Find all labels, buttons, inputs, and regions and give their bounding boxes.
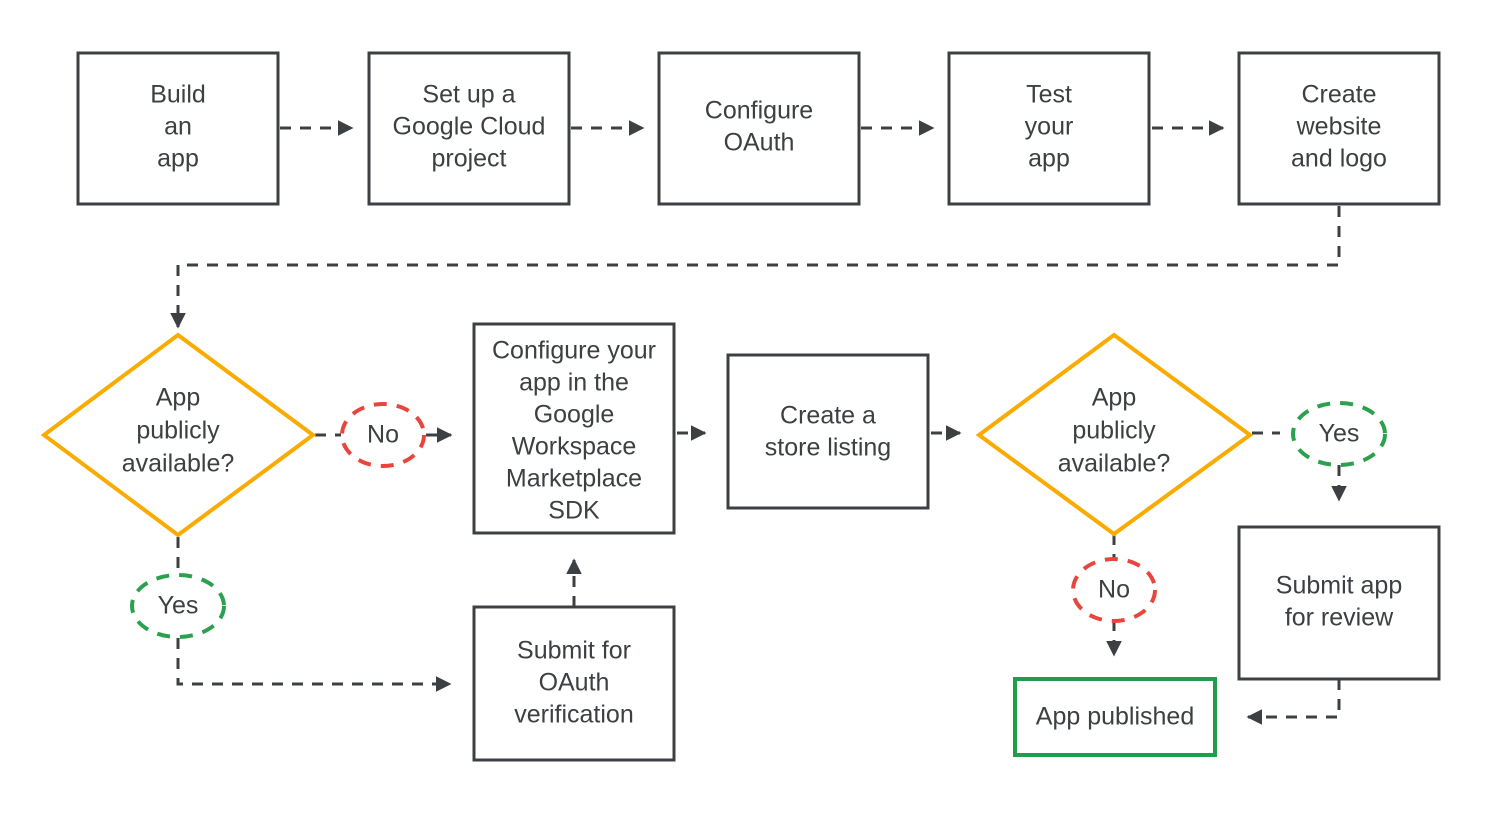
node-configure-sdk-line-2: Google — [534, 401, 615, 429]
node-set-up-gcp-project-shape — [367, 51, 571, 206]
node-create-store-listing-line-1: store listing — [765, 434, 891, 462]
node-configure-sdk-line-4: Marketplace — [506, 465, 642, 493]
node-configure-oauth-line-1: OAuth — [724, 129, 795, 157]
edge-label-no-1: No — [340, 402, 426, 468]
node-configure-oauth[interactable]: Configure OAuth — [657, 51, 861, 206]
node-decision-app-publicly-available-1-shape — [40, 332, 317, 538]
edge-submit-review-to-app-published — [1246, 679, 1341, 725]
node-create-store-listing-shape — [726, 353, 930, 510]
edge-label-yes-2-shape — [1291, 401, 1387, 467]
edge-website-to-decision1 — [170, 206, 1341, 329]
node-submit-oauth-verification-shape — [472, 605, 676, 762]
node-decision-1-line-1: publicly — [136, 417, 220, 445]
node-submit-oauth-verification[interactable]: Submit for OAuth verification — [472, 605, 676, 762]
node-test-your-app-line-0: Test — [1026, 81, 1072, 109]
node-configure-app-marketplace-sdk-shape — [472, 322, 676, 535]
node-decision-2-line-2: available? — [1058, 450, 1171, 478]
node-test-your-app-line-1: your — [1025, 113, 1074, 141]
node-decision-2-line-0: App — [1092, 384, 1136, 412]
node-create-website-and-logo-line-1: website — [1296, 113, 1382, 141]
node-configure-sdk-line-5: SDK — [548, 497, 600, 525]
node-decision-2-line-1: publicly — [1072, 417, 1156, 445]
node-app-published[interactable]: App published — [1013, 677, 1217, 757]
node-app-published-label: App published — [1036, 703, 1194, 731]
node-set-up-gcp-project-line-2: project — [431, 145, 506, 173]
node-set-up-gcp-project[interactable]: Set up a Google Cloud project — [367, 51, 571, 206]
node-build-an-app-shape — [76, 51, 280, 206]
node-submit-app-for-review[interactable]: Submit app for review — [1237, 525, 1441, 681]
node-build-an-app-line-2: app — [157, 145, 199, 173]
node-create-website-and-logo-line-0: Create — [1301, 81, 1376, 109]
edge-label-no-2-shape — [1071, 557, 1157, 623]
node-decision-1-line-2: available? — [122, 450, 235, 478]
node-submit-app-review-line-1: for review — [1285, 604, 1394, 632]
node-create-website-and-logo-shape — [1237, 51, 1441, 206]
node-set-up-gcp-project-line-1: Google Cloud — [393, 113, 546, 141]
node-test-your-app-shape — [947, 51, 1151, 206]
node-app-published-shape — [1013, 677, 1217, 757]
node-submit-oauth-line-0: Submit for — [517, 637, 631, 665]
node-configure-sdk-line-1: app in the — [519, 369, 629, 397]
node-decision-app-publicly-available-2[interactable]: App publicly available? — [975, 332, 1254, 537]
node-create-website-and-logo-line-2: and logo — [1291, 145, 1387, 173]
edge-label-yes-1: Yes — [130, 573, 226, 639]
node-decision-app-publicly-available-1[interactable]: App publicly available? — [40, 332, 317, 538]
node-set-up-gcp-project-line-0: Set up a — [422, 81, 515, 109]
node-test-your-app-line-2: app — [1028, 145, 1070, 173]
node-test-your-app[interactable]: Test your app — [947, 51, 1151, 206]
node-build-an-app-line-0: Build — [150, 81, 206, 109]
node-decision-app-publicly-available-2-shape — [975, 332, 1254, 537]
edge-label-no-2: No — [1071, 557, 1157, 623]
edge-label-no-2-text: No — [1098, 576, 1130, 604]
edge-label-yes-2: Yes — [1291, 401, 1387, 467]
node-configure-oauth-line-0: Configure — [705, 97, 813, 125]
node-submit-app-review-line-0: Submit app — [1276, 572, 1402, 600]
node-create-store-listing-line-0: Create a — [780, 402, 876, 430]
node-build-an-app[interactable]: Build an app — [76, 51, 280, 206]
edge-label-yes-2-text: Yes — [1319, 420, 1360, 448]
node-create-website-and-logo[interactable]: Create website and logo — [1237, 51, 1441, 206]
node-configure-app-marketplace-sdk[interactable]: Configure your app in the Google Workspa… — [472, 322, 676, 535]
edge-yes-to-submit-oauth — [176, 638, 452, 692]
node-submit-app-for-review-shape — [1237, 525, 1441, 681]
node-build-an-app-line-1: an — [164, 113, 192, 141]
edge-label-no-1-text: No — [367, 421, 399, 449]
edge-label-yes-1-text: Yes — [158, 592, 199, 620]
node-configure-sdk-line-3: Workspace — [512, 433, 637, 461]
edge-label-yes-1-shape — [130, 573, 226, 639]
node-submit-oauth-line-2: verification — [514, 701, 634, 729]
node-configure-sdk-line-0: Configure your — [492, 337, 656, 365]
node-create-store-listing[interactable]: Create a store listing — [726, 353, 930, 510]
node-decision-1-line-0: App — [156, 384, 200, 412]
node-submit-oauth-line-1: OAuth — [539, 669, 610, 697]
edge-label-no-1-shape — [340, 402, 426, 468]
node-configure-oauth-shape — [657, 51, 861, 206]
